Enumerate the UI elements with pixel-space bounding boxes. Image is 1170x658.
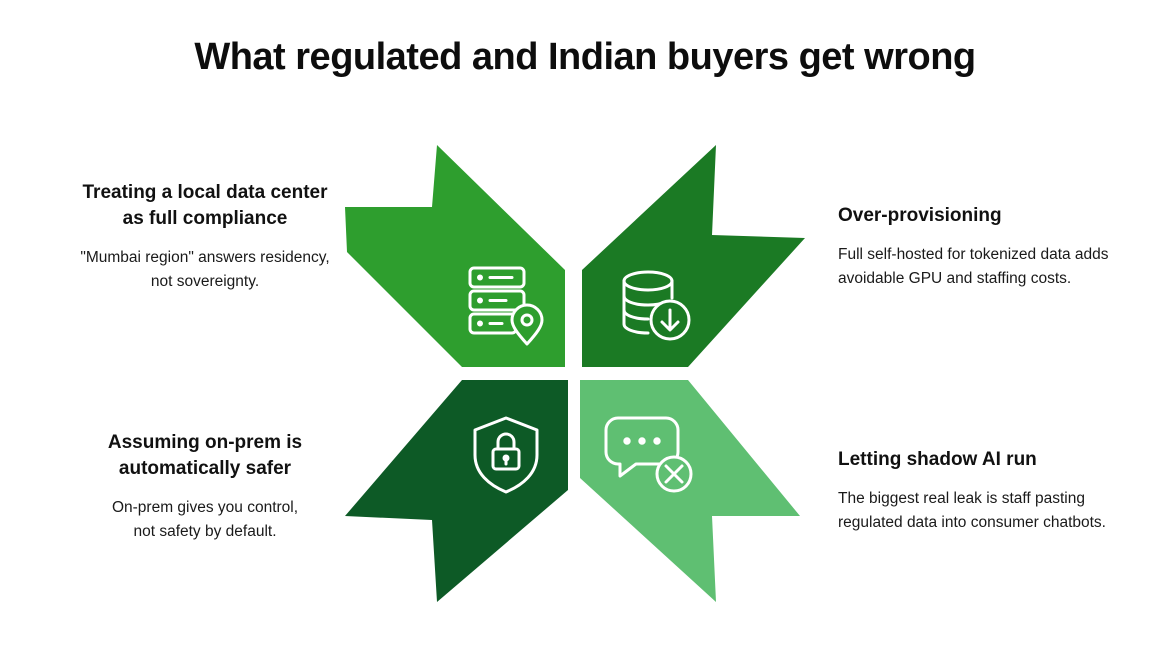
- item-description: "Mumbai region" answers residency, not s…: [80, 249, 330, 290]
- arrow-top-right: [582, 145, 805, 367]
- arrow-bottom-left: [345, 380, 568, 602]
- item-description: Full self-hosted for tokenized data adds…: [838, 246, 1109, 287]
- database-download-icon: [622, 270, 691, 341]
- item-shadow-ai: Letting shadow AI run The biggest real l…: [838, 447, 1158, 535]
- shield-lock-icon: [473, 416, 539, 494]
- item-description: On-prem gives you control, not safety by…: [111, 499, 299, 540]
- item-heading: Treating a local data center as full com…: [82, 182, 328, 229]
- chat-blocked-icon: [604, 416, 693, 493]
- item-heading: Assuming on-prem is automatically safer: [107, 432, 303, 479]
- item-description: The biggest real leak is staff pasting r…: [838, 490, 1106, 531]
- item-over-provisioning: Over-provisioning Full self-hosted for t…: [838, 203, 1148, 291]
- item-heading: Letting shadow AI run: [838, 449, 1037, 470]
- item-heading: Over-provisioning: [838, 205, 1002, 226]
- item-local-data-center: Treating a local data center as full com…: [60, 180, 350, 294]
- server-location-icon: [468, 266, 544, 346]
- page-title: What regulated and Indian buyers get wro…: [194, 36, 976, 78]
- arrow-bottom-right: [580, 380, 800, 602]
- item-on-prem-safer: Assuming on-prem is automatically safer …: [60, 430, 350, 544]
